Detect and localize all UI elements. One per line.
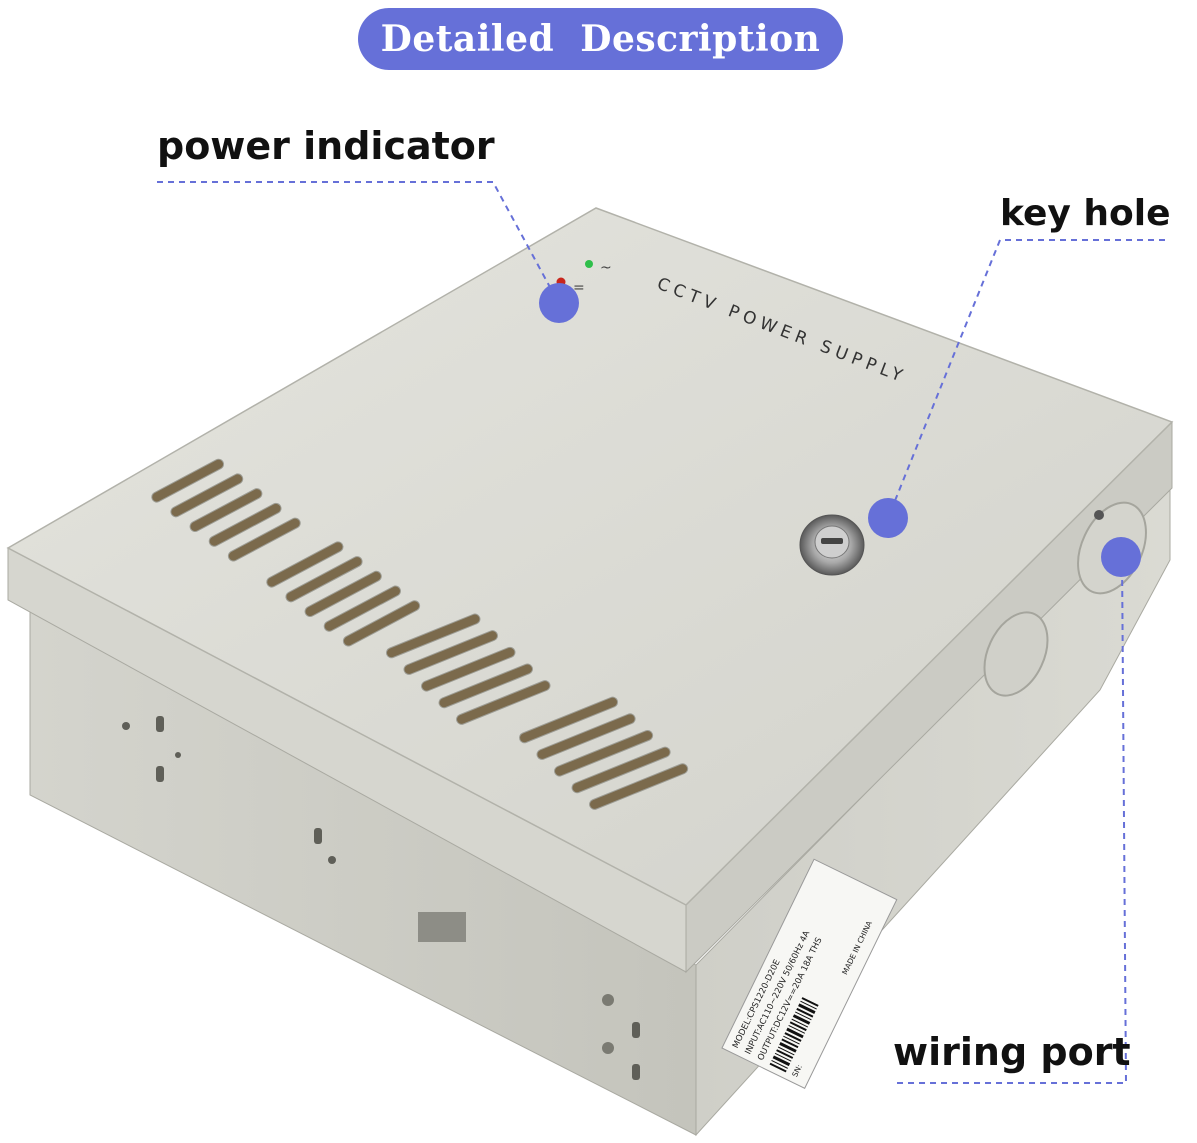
vent-slots — [151, 458, 689, 810]
ac-symbol: ~ — [600, 260, 612, 276]
header-banner: Detailed Description — [358, 8, 843, 70]
key-lock — [799, 514, 865, 576]
callout-wiring-port: wiring port — [893, 1030, 1131, 1074]
header-title: Detailed Description — [380, 18, 821, 60]
wiring-port-marker — [1101, 537, 1141, 577]
barcode — [769, 997, 819, 1073]
green-led — [585, 260, 593, 268]
power-indicator-marker — [539, 283, 579, 323]
key-hole-marker — [868, 498, 908, 538]
callout-leaders — [157, 181, 1165, 1084]
callout-power-indicator: power indicator — [157, 124, 495, 168]
front-panel-details — [122, 716, 640, 1080]
callout-key-hole: key hole — [1000, 193, 1171, 234]
dc-symbol: = — [573, 280, 585, 296]
lid-top — [6, 207, 1174, 906]
